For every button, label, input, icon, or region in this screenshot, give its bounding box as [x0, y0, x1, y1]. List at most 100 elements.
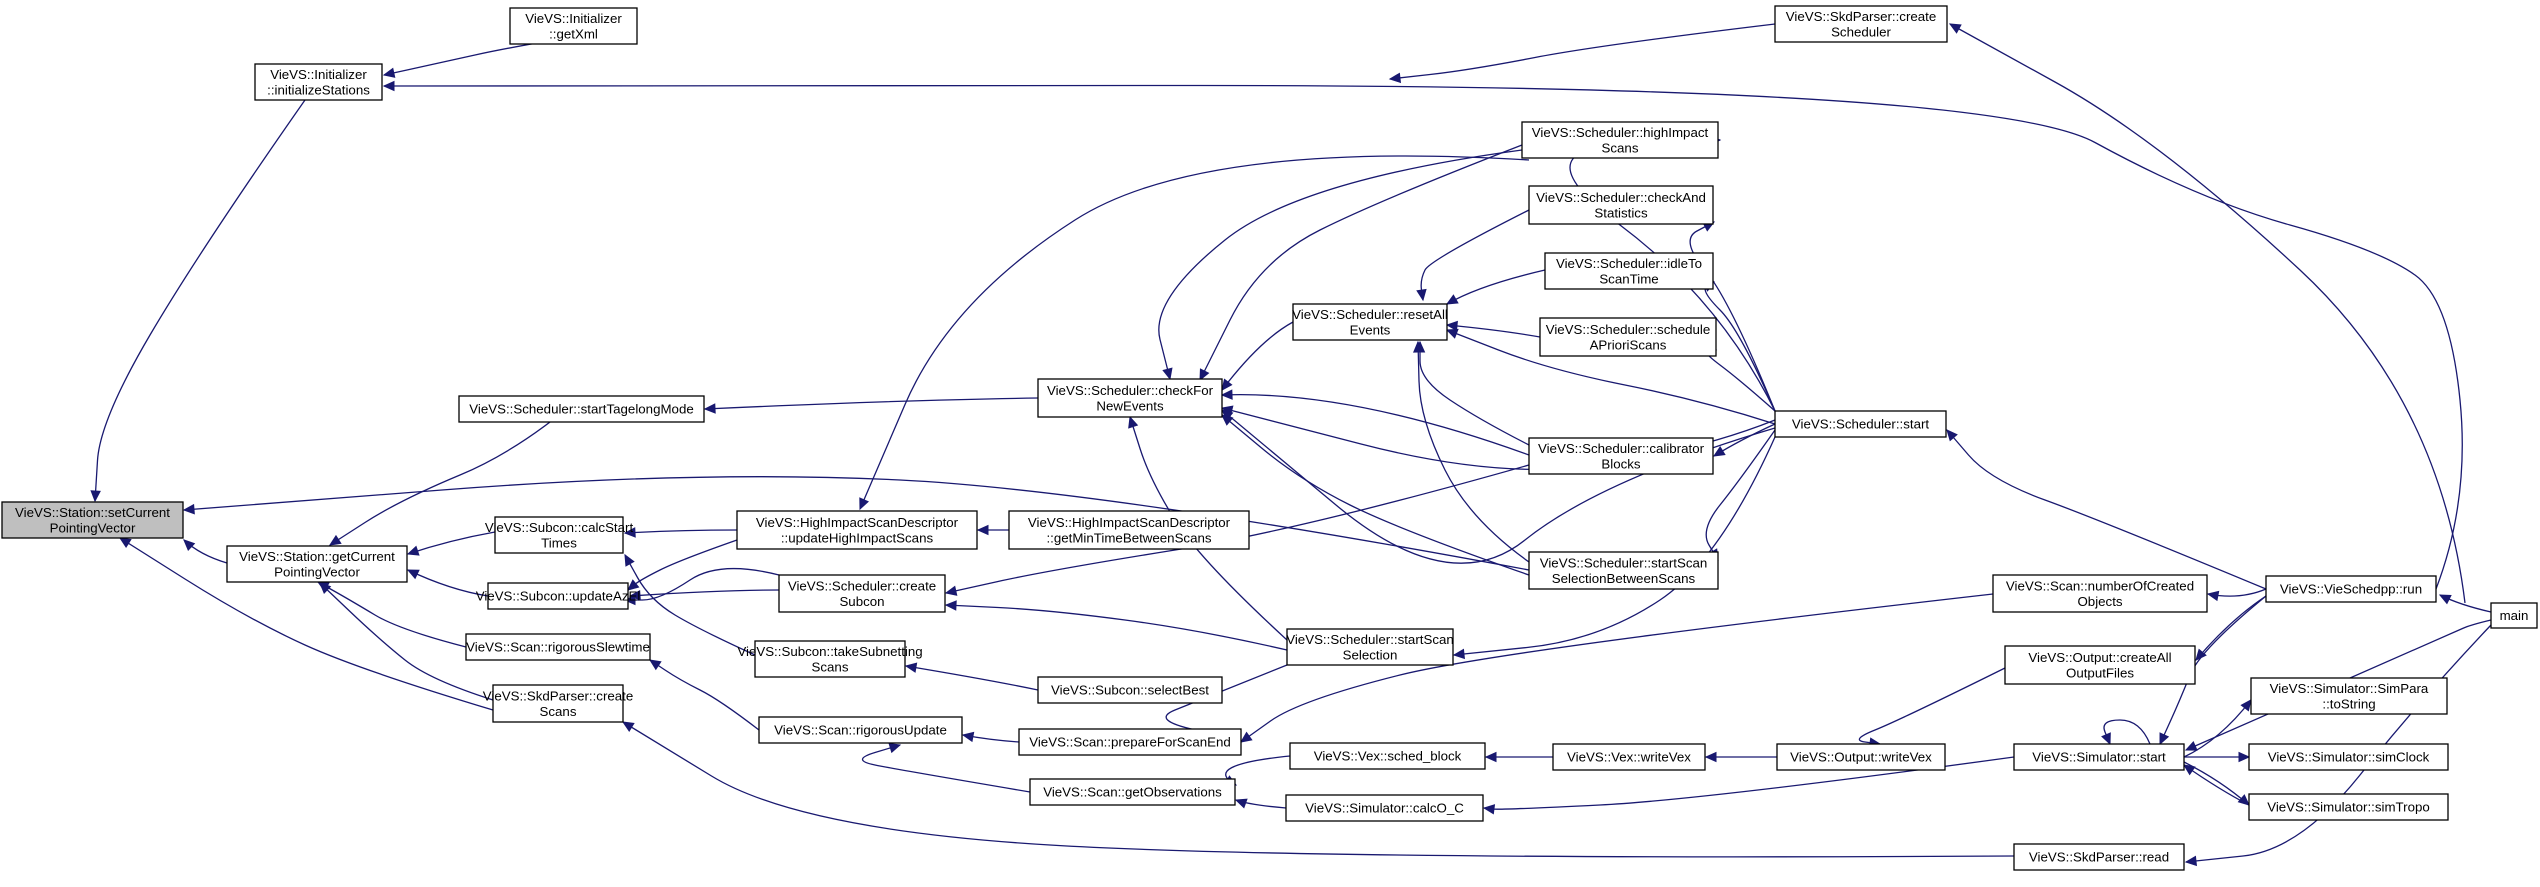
edge-arrowhead — [2159, 732, 2170, 746]
function-node-box — [2004, 645, 2196, 685]
function-node-label: VieVS::Vex::writeVex — [1567, 750, 1691, 765]
edge-arrowhead — [859, 497, 869, 511]
call-edge — [1705, 429, 1776, 561]
function-node-label: VieVS::Station::getCurrent — [239, 549, 395, 564]
function-node-box — [1008, 510, 1250, 550]
function-node-subconSelectBest[interactable]: VieVS::Subcon::selectBest — [1037, 676, 1223, 704]
function-node-label: VieVS::Scheduler::create — [788, 578, 936, 593]
function-node-label: VieVS::Vex::sched_block — [1314, 749, 1462, 764]
edge-arrowhead — [382, 67, 396, 78]
function-node-label: VieVS::Scheduler::checkAnd — [1536, 190, 1706, 205]
function-node-scanRigorousSlew[interactable]: VieVS::Scan::rigorousSlewtime — [465, 633, 651, 661]
function-node-label: VieVS::Scheduler::startScan — [1286, 632, 1454, 647]
function-node-vexWriteVex[interactable]: VieVS::Vex::writeVex — [1552, 743, 1706, 771]
function-node-simSimTropo[interactable]: VieVS::Simulator::simTropo — [2248, 793, 2449, 821]
function-node-simSimClock[interactable]: VieVS::Simulator::simClock — [2248, 743, 2449, 771]
function-node-label: VieVS::Scheduler::resetAll — [1292, 307, 1448, 322]
edge-arrowhead — [406, 545, 420, 556]
edge-arrowhead — [118, 537, 132, 549]
function-node-schedTagelong[interactable]: VieVS::Scheduler::startTagelongMode — [458, 395, 705, 423]
function-node-skdRead[interactable]: VieVS::SkdParser::read — [2013, 843, 2185, 871]
edge-arrowhead — [1445, 328, 1459, 339]
function-node-label: VieVS::SkdParser::read — [2029, 850, 2169, 865]
function-node-label: VieVS::Simulator::simTropo — [2267, 800, 2430, 815]
function-node-box — [1037, 378, 1223, 418]
edge-arrowhead — [1416, 288, 1427, 302]
edge-arrowhead — [2438, 594, 2452, 605]
function-node-schedStart[interactable]: VieVS::Scheduler::start — [1774, 410, 1947, 438]
function-node-initGetXml[interactable]: VieVS::Initializer::getXml — [509, 7, 638, 45]
call-edge — [1419, 342, 1530, 446]
function-node-vexSchedBlock[interactable]: VieVS::Vex::sched_block — [1289, 742, 1486, 770]
function-node-label: VieVS::HighImpactScanDescriptor — [756, 515, 959, 530]
function-node-outputWriteVex[interactable]: VieVS::Output::writeVex — [1776, 743, 1946, 771]
function-node-label: SelectionBetweenScans — [1552, 571, 1696, 586]
edge-arrowhead — [1484, 751, 1497, 763]
function-node-box — [1285, 794, 1484, 822]
call-graph-nodes: VieVS::Station::setCurrentPointingVector… — [1, 5, 2538, 871]
function-node-hisdGetMin[interactable]: VieVS::HighImpactScanDescriptor::getMinT… — [1008, 510, 1250, 550]
call-edge — [1446, 269, 1546, 305]
function-node-label: NewEvents — [1096, 398, 1164, 413]
function-node-scanRigorousUpdate[interactable]: VieVS::Scan::rigorousUpdate — [758, 716, 963, 744]
function-node-label: Scans — [812, 659, 849, 674]
function-node-label: VieVS::Initializer — [270, 67, 367, 82]
function-node-label: Statistics — [1594, 205, 1648, 220]
function-node-simStart[interactable]: VieVS::Simulator::start — [2013, 743, 2185, 771]
function-node-schedStartScanBetween[interactable]: VieVS::Scheduler::startScanSelectionBetw… — [1528, 551, 1719, 590]
call-edge — [1705, 349, 1776, 412]
function-node-box — [465, 633, 651, 661]
function-node-initStations[interactable]: VieVS::Initializer::initializeStations — [254, 63, 383, 101]
call-edge — [1420, 209, 1530, 301]
call-edge — [627, 539, 738, 591]
call-edge — [1389, 23, 1776, 80]
edge-arrowhead — [1221, 409, 1234, 421]
edge-arrowhead — [623, 527, 636, 538]
function-node-simSimPara[interactable]: VieVS::Simulator::SimPara::toString — [2250, 677, 2448, 715]
function-node-subconUpdateAzEl[interactable]: VieVS::Subcon::updateAzEl — [476, 582, 641, 610]
edge-arrowhead — [1199, 368, 1210, 382]
function-node-hisdUpdate[interactable]: VieVS::HighImpactScanDescriptor::updateH… — [736, 510, 978, 550]
function-node-label: VieVS::Output::createAll — [2028, 650, 2171, 665]
function-node-label: Scheduler — [1831, 24, 1891, 39]
edge-arrowhead — [2206, 590, 2220, 602]
function-node-scanPrepare[interactable]: VieVS::Scan::prepareForScanEnd — [1018, 728, 1242, 756]
function-node-label: VieVS::Subcon::updateAzEl — [476, 589, 641, 604]
call-edge — [1858, 667, 2006, 745]
call-edge — [1946, 429, 2267, 590]
function-node-label: Blocks — [1601, 456, 1641, 471]
function-node-vieSchedRun[interactable]: VieVS::VieSchedpp::run — [2265, 575, 2437, 603]
function-node-simCalcOC[interactable]: VieVS::Simulator::calcO_C — [1285, 794, 1484, 822]
edge-arrowhead — [1221, 378, 1233, 391]
function-node-label: VieVS::Subcon::selectBest — [1051, 683, 1209, 698]
function-node-scanGetObs[interactable]: VieVS::Scan::getObservations — [1029, 778, 1236, 806]
edge-arrowhead — [627, 579, 640, 591]
function-node-box — [458, 395, 705, 423]
function-node-main[interactable]: main — [2490, 602, 2538, 629]
edge-arrowhead — [1712, 446, 1726, 457]
function-node-box — [1289, 742, 1486, 770]
call-edge — [2183, 764, 2250, 806]
call-edge — [1221, 414, 1530, 576]
function-node-label: VieVS::SkdParser::create — [483, 688, 634, 703]
function-node-label: Events — [1350, 322, 1391, 337]
function-node-box — [2265, 575, 2437, 603]
edge-arrowhead — [1704, 751, 1717, 763]
